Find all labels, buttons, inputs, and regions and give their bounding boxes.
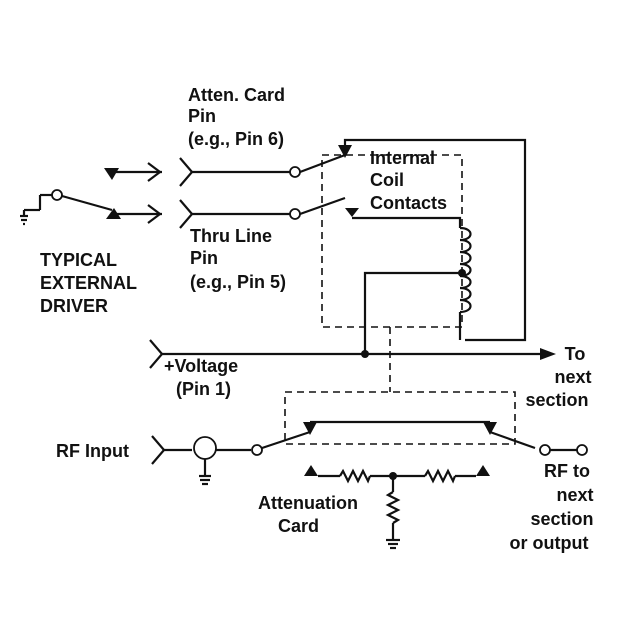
label-rf-output-2: next: [556, 485, 593, 505]
lower-contact-triangle: [345, 208, 359, 217]
driver-switch-terminal: [51, 189, 63, 201]
label-atten-card-pin-3: (e.g., Pin 6): [188, 129, 284, 149]
rf-right-thru-contact: [483, 422, 497, 435]
atten-right-contact: [476, 465, 490, 476]
label-attenuation-card-2: Card: [278, 516, 319, 536]
driver-thru-arrow: [147, 204, 162, 224]
thru-pin-terminal: [289, 208, 301, 220]
label-rf-input: RF Input: [56, 441, 129, 461]
coax-connector-icon: [193, 436, 217, 460]
thru-pin-connector: [179, 199, 194, 229]
driver-switch-blade: [61, 194, 113, 212]
rf-section: [151, 391, 588, 550]
upper-contact-triangle: [338, 145, 352, 158]
label-internal-coil-3: Contacts: [370, 193, 447, 213]
label-thru-line-pin-1: Thru Line: [190, 226, 272, 246]
label-rf-output-3: section: [530, 509, 593, 529]
resistor-right-icon: [424, 468, 457, 484]
rf-output-terminal-2: [576, 444, 588, 456]
relay-coil-icon: [459, 226, 472, 314]
diagram-labels: Atten. Card Pin (e.g., Pin 6) Internal C…: [40, 85, 594, 553]
rf-left-thru-contact: [303, 422, 317, 435]
arrow-right-icon: [540, 348, 556, 360]
label-internal-coil-1: Internal: [370, 148, 435, 168]
lower-contact-wire: [352, 216, 462, 228]
label-internal-coil-2: Coil: [370, 170, 404, 190]
upper-contact-wire: [343, 138, 527, 342]
label-rf-output-1: RF to: [544, 461, 590, 481]
atten-pin-terminal: [289, 166, 301, 178]
label-thru-line-pin-2: Pin: [190, 248, 218, 268]
lower-contact-blade: [299, 196, 346, 216]
rf-right-switch-blade: [489, 430, 536, 450]
external-driver: [20, 162, 162, 226]
label-to-next-section-3: section: [525, 390, 588, 410]
rf-input-connector: [151, 435, 166, 465]
rf-input-terminal: [251, 444, 263, 456]
label-typical-driver-1: TYPICAL: [40, 250, 117, 270]
connector-pins: [179, 157, 301, 229]
rf-output-terminal-1: [539, 444, 551, 456]
driver-contact-triangle: [106, 208, 121, 219]
label-atten-card-pin-1: Atten. Card: [188, 85, 285, 105]
voltage-pin-connector: [149, 339, 164, 369]
label-thru-line-pin-3: (e.g., Pin 5): [190, 272, 286, 292]
atten-pin-connector: [179, 157, 194, 187]
label-typical-driver-2: EXTERNAL: [40, 273, 137, 293]
driver-upper-contact-triangle: [104, 168, 119, 180]
atten-left-contact: [304, 465, 318, 476]
resistor-shunt-icon: [385, 491, 401, 524]
label-voltage-2: (Pin 1): [176, 379, 231, 399]
voltage-junction-dot: [361, 350, 369, 358]
rf-left-switch-blade: [261, 430, 311, 450]
label-to-next-section-2: next: [554, 367, 591, 387]
label-attenuation-card-1: Attenuation: [258, 493, 358, 513]
label-voltage-1: +Voltage: [164, 356, 238, 376]
resistor-left-icon: [339, 468, 372, 484]
coil-center-tap-wire: [363, 271, 462, 354]
rf-switch-dashed-link: [284, 391, 516, 445]
label-rf-output-4: or output: [510, 533, 589, 553]
voltage-line: [149, 339, 556, 369]
label-atten-card-pin-2: Pin: [188, 106, 216, 126]
label-to-next-section-1: To: [565, 344, 586, 364]
driver-atten-arrow: [147, 162, 162, 182]
relay-coil-section: [299, 138, 527, 392]
label-typical-driver-3: DRIVER: [40, 296, 108, 316]
